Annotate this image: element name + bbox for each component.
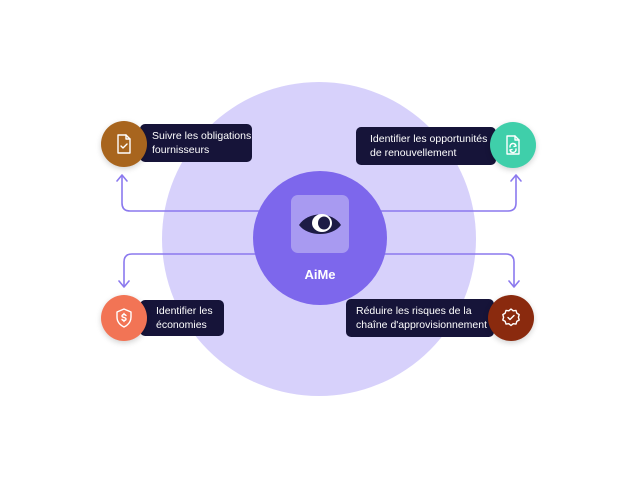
node-badge-supplier-obligations: [101, 121, 147, 167]
arrowhead-bottom-right: [508, 280, 520, 288]
node-text: Réduire les risques de la chaîne d'appro…: [356, 305, 488, 331]
node-label-renewal-opportunities: Identifier les opportunités de renouvell…: [356, 127, 496, 165]
node-label-supplier-obligations: Suivre les obligations fournisseurs: [140, 124, 252, 162]
document-check-icon: [117, 134, 131, 154]
document-refresh-icon: [506, 135, 520, 155]
node-badge-supply-chain-risk: [488, 295, 534, 341]
shield-dollar-icon: [116, 308, 132, 328]
node-text: Identifier les opportunités de renouvell…: [370, 133, 488, 159]
node-label-supply-chain-risk: Réduire les risques de la chaîne d'appro…: [346, 299, 494, 337]
arrowhead-top-right: [510, 174, 522, 182]
connector-top-right: [379, 175, 517, 212]
hub-circle: AiMe: [253, 171, 387, 305]
hub-icon-tile: [291, 195, 349, 253]
arrowhead-top-left: [116, 174, 128, 182]
node-label-savings: Identifier les économies: [140, 300, 224, 336]
node-badge-renewal-opportunities: [490, 122, 536, 168]
node-badge-savings: [101, 295, 147, 341]
connector-top-left: [121, 175, 261, 212]
node-text: Suivre les obligations fournisseurs: [152, 130, 252, 156]
badge-check-icon: [502, 308, 520, 327]
hub-label: AiMe: [304, 267, 336, 282]
arrowhead-bottom-left: [118, 280, 130, 288]
connector-bottom-left: [123, 253, 259, 287]
connector-bottom-right: [381, 253, 515, 287]
eye-icon: [299, 214, 341, 234]
node-text: Identifier les économies: [156, 305, 213, 331]
